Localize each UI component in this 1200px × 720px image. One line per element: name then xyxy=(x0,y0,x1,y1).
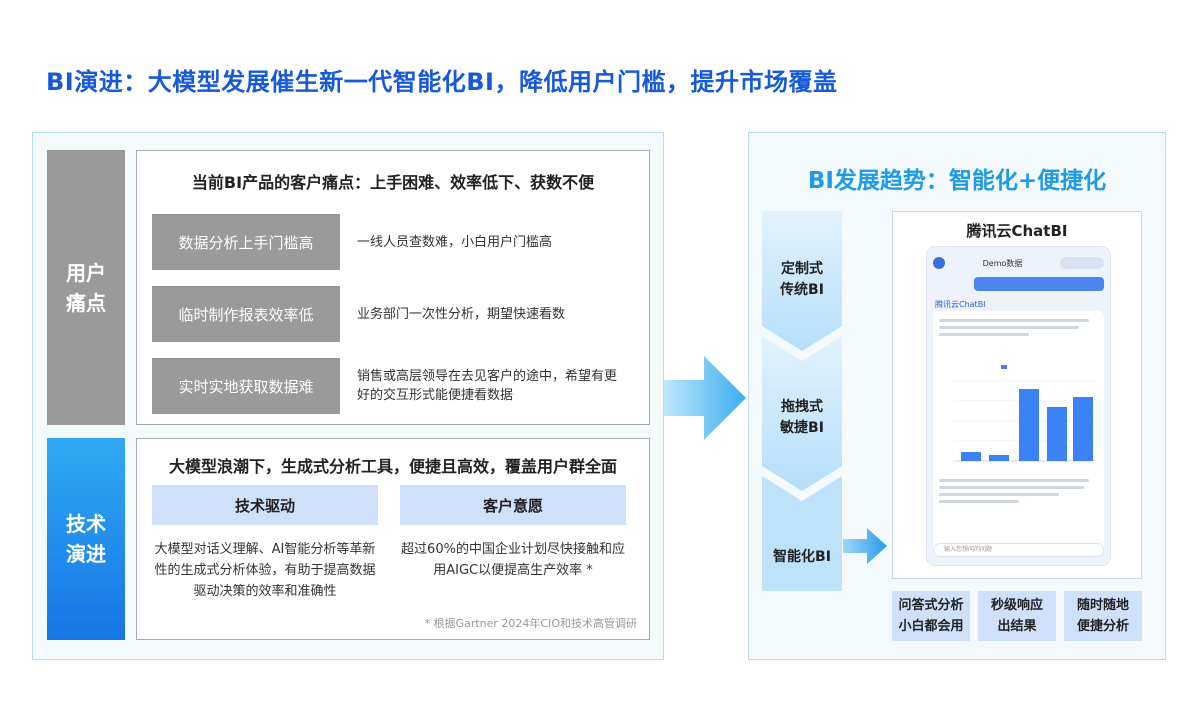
text-line xyxy=(939,326,1079,329)
pain-row: 临时制作报表效率低 业务部门一次性分析，期望快速看数 xyxy=(152,286,640,342)
bar-chart-thumbnail xyxy=(953,365,1095,462)
answer-bubble xyxy=(933,311,1104,555)
app-logo-icon xyxy=(933,257,945,269)
pain-header: 当前BI产品的客户痛点：上手困难、效率低下、获数不便 xyxy=(191,173,595,192)
evolution-chevrons xyxy=(762,211,842,591)
feature-text: 秒级响应 出结果 xyxy=(990,598,1043,634)
text-line xyxy=(939,319,1089,322)
stage-smart-bi: 智能化BI xyxy=(773,549,831,565)
tech-text: 大模型对话义理解、AI智能分析等革新性的生成式分析体验，有助于提高数据驱动决策的… xyxy=(154,542,376,599)
left-panel: 用户 痛点 技术 演进 当前BI产品的客户痛点：上手困难、效率低下、获数不便 数… xyxy=(32,132,664,660)
chevron-stage-1 xyxy=(762,211,842,351)
feature-fast-response: 秒级响应 出结果 xyxy=(978,591,1056,641)
right-panel: BI发展趋势：智能化+便捷化 定制式 传统BI 拖拽式 敏捷BI 智能化BI 腾… xyxy=(748,132,1166,660)
text-line xyxy=(939,493,1059,496)
chatbi-brand: 腾讯云ChatBI xyxy=(966,222,1068,240)
pain-desc: 业务部门一次性分析，期望快速看数 xyxy=(357,306,566,322)
feature-anywhere: 随时随地 便捷分析 xyxy=(1064,591,1142,641)
side-label-pain-text: 用户 痛点 xyxy=(66,260,106,315)
small-right-arrow-icon xyxy=(843,528,887,564)
trend-title: BI发展趋势：智能化+便捷化 xyxy=(807,168,1107,194)
phone-title: Demo数据 xyxy=(982,258,1023,268)
tech-column-driver: 技术驱动 大模型对话义理解、AI智能分析等革新性的生成式分析体验，有助于提高数据… xyxy=(152,485,378,602)
chatbi-card: 腾讯云ChatBI Demo数据 腾讯云ChatBI xyxy=(892,211,1142,579)
right-arrow-icon xyxy=(664,356,746,440)
text-line xyxy=(939,333,1029,336)
tech-text: 超过60%的中国企业计划尽快接触和应用AIGC以便提高生产效率 * xyxy=(401,542,625,578)
text-line xyxy=(939,479,1089,482)
tech-header: 大模型浪潮下，生成式分析工具，便捷且高效，覆盖用户群全面 xyxy=(168,457,617,476)
pain-tag: 实时实地获取数据难 xyxy=(152,358,340,414)
phone-chat-input[interactable]: 输入您想问的问题 xyxy=(933,543,1104,557)
chatbi-logo: 腾讯云ChatBI xyxy=(935,300,986,309)
text-line xyxy=(939,486,1084,489)
feature-text: 问答式分析 小白都会用 xyxy=(898,598,964,634)
pain-desc: 一线人员查数难，小白用户门槛高 xyxy=(357,234,553,250)
pain-tag: 数据分析上手门槛高 xyxy=(152,214,340,270)
phone-mockup: Demo数据 腾讯云ChatBI xyxy=(926,246,1111,566)
text-line xyxy=(939,500,1019,503)
phone-menu-pill xyxy=(1060,257,1104,269)
stage-traditional-bi: 定制式 传统BI xyxy=(780,261,824,298)
pain-desc: 销售或高层领导在去见客户的途中，希望有更好的交互形式能便捷看数据 xyxy=(357,369,618,403)
user-query-bubble xyxy=(974,277,1104,291)
side-label-tech-text: 技术 演进 xyxy=(66,512,106,566)
tech-tag: 技术驱动 xyxy=(152,485,378,525)
feature-qa-analysis: 问答式分析 小白都会用 xyxy=(892,591,970,641)
side-label-pain: 用户 痛点 xyxy=(47,150,125,425)
tech-evolution-box: 大模型浪潮下，生成式分析工具，便捷且高效，覆盖用户群全面 技术驱动 大模型对话义… xyxy=(136,438,650,640)
tech-tag: 客户意愿 xyxy=(400,485,626,525)
page-title: BI演进：大模型发展催生新一代智能化BI，降低用户门槛，提升市场覆盖 xyxy=(46,68,838,96)
pain-row: 数据分析上手门槛高 一线人员查数难，小白用户门槛高 xyxy=(152,214,640,270)
pain-row: 实时实地获取数据难 销售或高层领导在去见客户的途中，希望有更好的交互形式能便捷看… xyxy=(152,358,640,414)
tech-column-willingness: 客户意愿 超过60%的中国企业计划尽快接触和应用AIGC以便提高生产效率 * xyxy=(400,485,626,581)
footnote: * 根据Gartner 2024年CIO和技术高管调研 xyxy=(424,617,637,630)
feature-text: 随时随地 便捷分析 xyxy=(1076,598,1129,634)
pain-tag: 临时制作报表效率低 xyxy=(152,286,340,342)
pain-points-box: 当前BI产品的客户痛点：上手困难、效率低下、获数不便 数据分析上手门槛高 一线人… xyxy=(136,150,650,425)
chevron-stage-3 xyxy=(762,476,842,591)
stage-agile-bi: 拖拽式 敏捷BI xyxy=(780,399,824,436)
phone-topbar: Demo数据 xyxy=(933,255,1104,271)
side-label-tech: 技术 演进 xyxy=(47,438,125,640)
chevron-stage-2 xyxy=(762,336,842,491)
